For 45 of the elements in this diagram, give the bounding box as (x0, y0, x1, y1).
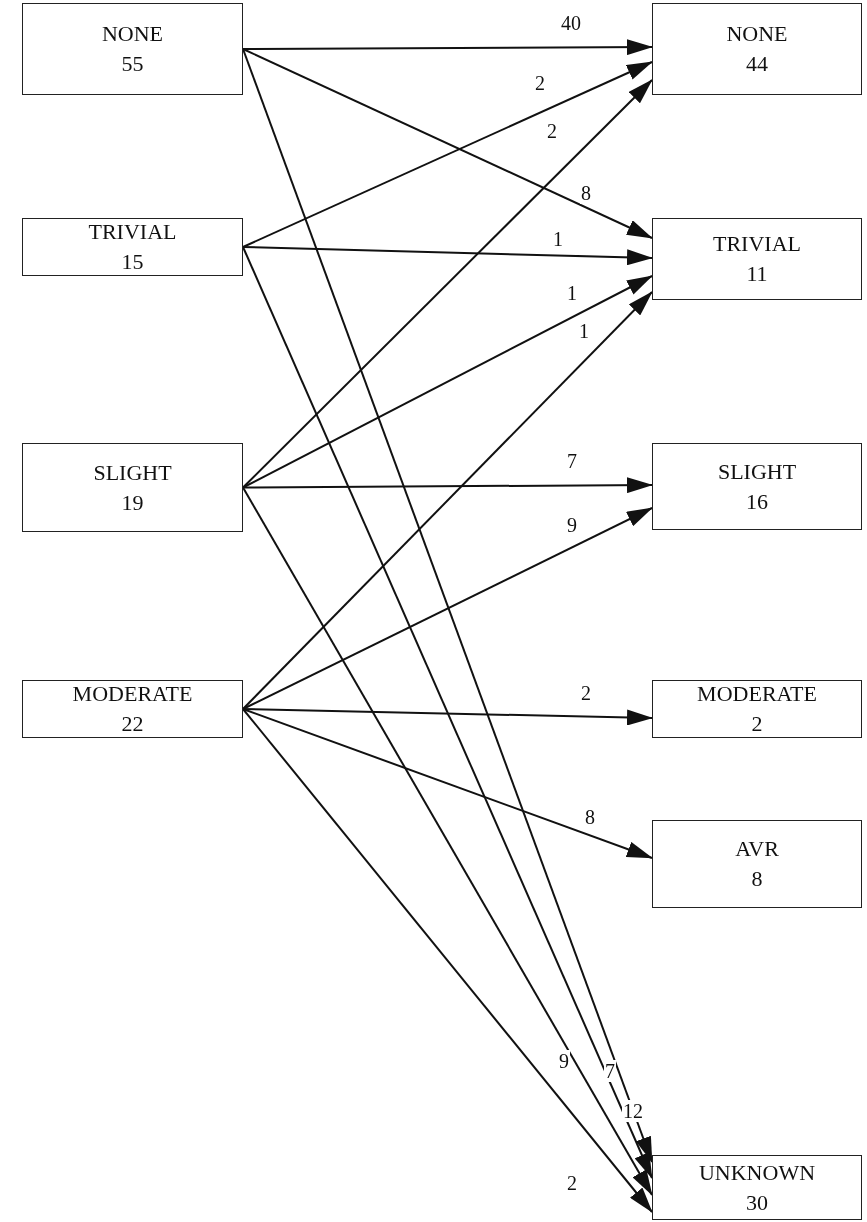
count-value: 44 (746, 50, 768, 78)
category-box (652, 443, 862, 530)
category-name: SLIGHT (93, 458, 172, 487)
count-value: 22 (121, 710, 144, 738)
edge-label: 7 (604, 1060, 616, 1082)
arrow (242, 246, 653, 266)
count-value: 19 (121, 488, 144, 517)
arrow (242, 79, 653, 489)
arrow (242, 708, 653, 726)
category-box (22, 218, 243, 276)
category-name: AVR (735, 835, 779, 863)
category-name: UNKNOWN (698, 1158, 816, 1187)
arrow (242, 708, 653, 859)
category-box (652, 3, 862, 95)
category-box (22, 3, 243, 95)
arrow (242, 39, 653, 56)
count-value: 15 (121, 248, 144, 276)
arrow (242, 486, 653, 1196)
category-name: TRIVIAL (88, 218, 177, 246)
count-value: 11 (746, 260, 768, 288)
category-name: NONE (726, 20, 788, 48)
count-value: 8 (751, 865, 763, 893)
arrow (242, 291, 653, 710)
count-value: 30 (746, 1188, 768, 1217)
edge-label: 12 (622, 1100, 644, 1122)
count-value: 16 (746, 487, 768, 516)
category-box (652, 820, 862, 908)
category-name: MODERATE (697, 680, 817, 708)
arrow (242, 48, 653, 1163)
arrow (242, 507, 653, 710)
category-box (652, 1155, 862, 1220)
category-name: MODERATE (72, 680, 193, 708)
category-box (652, 218, 862, 300)
arrow (242, 246, 653, 1179)
count-value: 55 (121, 50, 144, 78)
category-name: NONE (101, 20, 164, 48)
count-value: 2 (751, 710, 763, 738)
category-box (652, 680, 862, 738)
category-box (22, 680, 243, 738)
category-box (22, 443, 243, 532)
arrow (242, 477, 653, 494)
arrow (242, 708, 653, 1213)
category-name: SLIGHT (717, 457, 797, 486)
category-name: TRIVIAL (713, 230, 801, 258)
arrow (242, 275, 653, 489)
